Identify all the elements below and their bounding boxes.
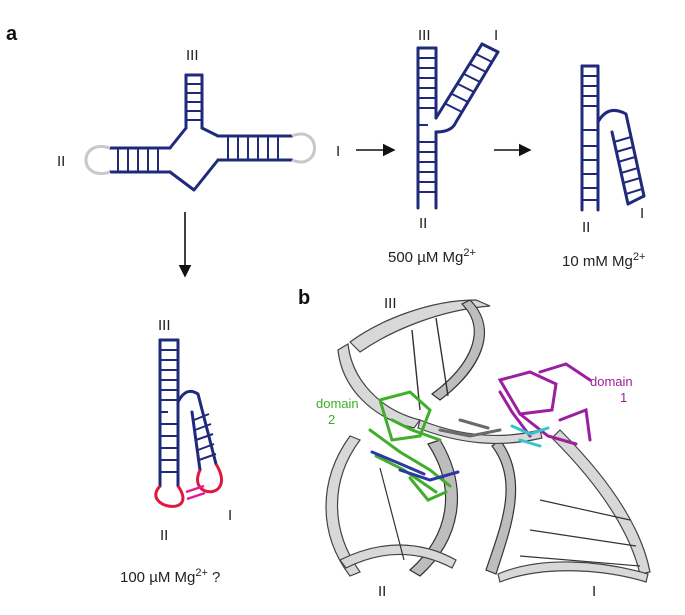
condition-500uM: 500 µM Mg2+: [388, 247, 476, 266]
structure-100uM: [154, 338, 223, 508]
label-helix-I-100: I: [228, 507, 232, 524]
label-helix-III-3d: III: [384, 295, 397, 312]
structure-10mM: [580, 64, 646, 212]
label-helix-I-open: I: [336, 143, 340, 160]
panel-label-b: b: [298, 287, 310, 309]
domain-1-number: 1: [620, 390, 627, 405]
domain-2-word: domain: [316, 396, 359, 411]
domain-1-word: domain: [590, 374, 633, 389]
label-helix-I-500: I: [494, 27, 498, 44]
label-helix-III-500: III: [418, 27, 431, 44]
condition-100uM: 100 µM Mg2+ ?: [120, 567, 220, 586]
domain-2-number: 2: [328, 412, 335, 427]
ribbon-model: [325, 299, 651, 583]
label-helix-II-500: II: [419, 215, 427, 232]
condition-10mM: 10 mM Mg2+: [562, 251, 645, 270]
label-helix-II-10mM: II: [582, 219, 590, 236]
structure-500uM: [416, 42, 500, 210]
junction-open-structure: [84, 73, 316, 192]
label-helix-I-3d: I: [592, 583, 596, 600]
label-helix-III-open: III: [186, 47, 199, 64]
label-helix-II-100: II: [160, 527, 168, 544]
label-helix-II-3d: II: [378, 583, 386, 600]
panel-label-a: a: [6, 23, 18, 45]
label-helix-II-open: II: [57, 153, 65, 170]
label-helix-I-10mM: I: [640, 205, 644, 222]
label-helix-III-100: III: [158, 317, 171, 334]
